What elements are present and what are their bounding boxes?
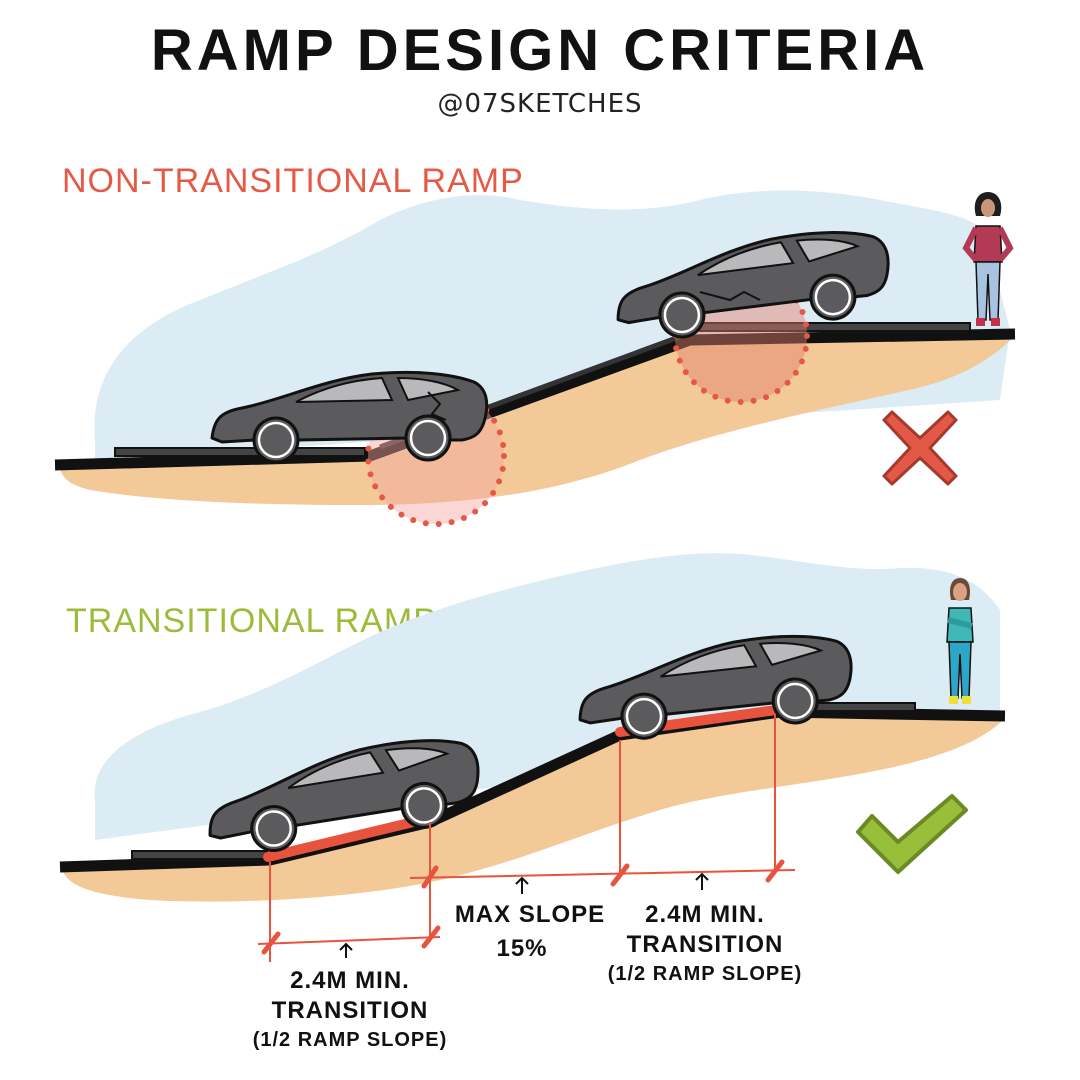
right-transition-slope: (1/2 RAMP SLOPE) [608,963,803,985]
ramp-slab [131,850,268,860]
left-transition-slope: (1/2 RAMP SLOPE) [253,1029,448,1051]
section-label-transitional: TRANSITIONAL RAMP [66,602,437,640]
road-surface [54,328,1016,471]
author-handle: @07SKETCHES [437,89,642,119]
scrape-mark [427,391,447,421]
left-transition-length: 2.4M MIN. [290,967,410,994]
left-transition-label: TRANSITION [272,997,429,1024]
dimension-ticks [261,859,785,955]
right-transition-length: 2.4M MIN. [645,901,765,928]
max-slope-label: MAX SLOPE [455,901,605,928]
pointer-arrows [339,872,709,958]
person-icon [962,192,1014,326]
scrape-mark [699,290,761,302]
check-icon [856,794,968,874]
diagram-title: RAMP DESIGN CRITERIA [151,18,929,83]
transition-segment-lower [263,813,435,862]
dimension-lines [257,714,796,962]
max-slope-value: 15% [496,935,547,962]
ramp-slab [114,447,366,457]
road-surface [59,706,1006,873]
person-icon [946,578,974,704]
non-transitional-ramp [54,190,1016,527]
right-transition-label: TRANSITION [627,931,784,958]
section-label-non-transitional: NON-TRANSITIONAL RAMP [62,162,524,200]
cross-icon [882,410,958,486]
transitional-ramp: 2.4M MIN. TRANSITION (1/2 RAMP SLOPE) MA… [59,553,1006,1051]
